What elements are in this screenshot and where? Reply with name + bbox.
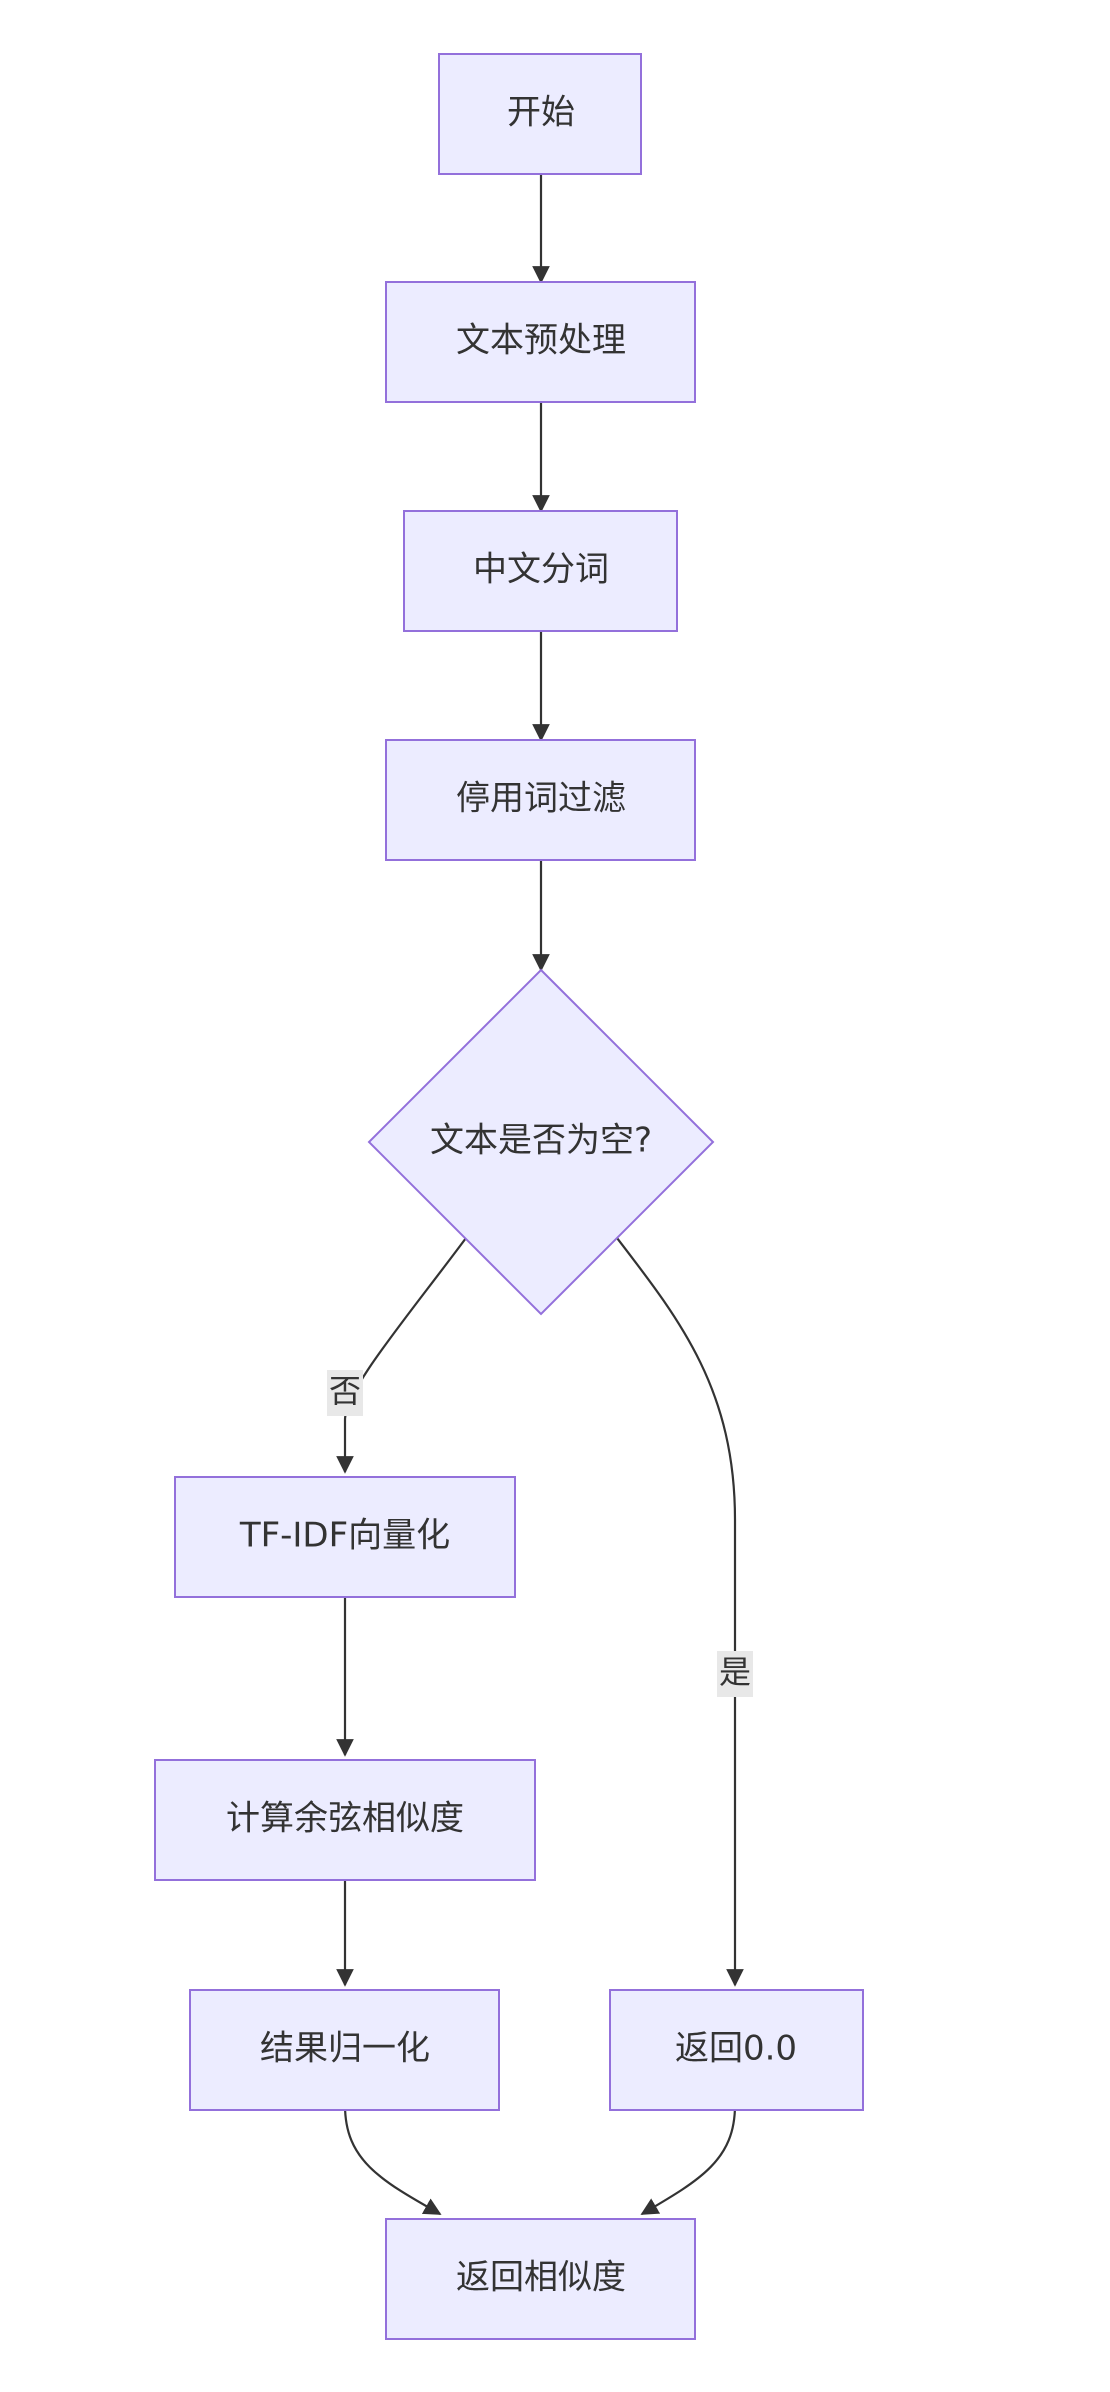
node-tfidf[interactable]: TF-IDF向量化	[174, 1476, 516, 1598]
node-return-zero[interactable]: 返回0.0	[609, 1989, 864, 2111]
edge-return-zero-return-sim	[640, 2104, 737, 2215]
node-start-box	[438, 53, 642, 175]
node-stopword-box	[385, 739, 696, 861]
node-start-label: 开始	[507, 93, 575, 133]
node-stopword[interactable]: 停用词过滤	[385, 739, 696, 861]
node-return-sim-box	[385, 2218, 696, 2340]
edge-label-yes-text: 是	[719, 1653, 751, 1691]
node-segment-label: 中文分词	[473, 550, 609, 590]
edge-label-no-bg	[327, 1370, 363, 1416]
node-decision[interactable]: 文本是否为空?	[367, 968, 715, 1316]
node-preprocess-box	[385, 281, 696, 403]
node-cosine-box	[154, 1759, 536, 1881]
node-decision-diamond	[367, 968, 715, 1316]
node-return-zero-label: 返回0.0	[675, 2029, 797, 2069]
node-return-sim-label: 返回相似度	[456, 2258, 626, 2298]
edge-label-yes: 是	[717, 1651, 753, 1697]
node-tfidf-box	[174, 1476, 516, 1598]
edge-label-yes-bg	[717, 1651, 753, 1697]
node-normalize-label: 结果归一化	[260, 2029, 430, 2069]
edge-normalize-return-sim	[343, 2104, 442, 2215]
node-start[interactable]: 开始	[438, 53, 642, 175]
edge-decision-return-zero	[616, 1237, 744, 1987]
node-normalize[interactable]: 结果归一化	[189, 1989, 500, 2111]
node-preprocess[interactable]: 文本预处理	[385, 281, 696, 403]
node-cosine-label: 计算余弦相似度	[226, 1799, 464, 1839]
node-cosine[interactable]: 计算余弦相似度	[154, 1759, 536, 1881]
node-preprocess-label: 文本预处理	[456, 321, 626, 361]
edge-label-no: 否	[327, 1370, 363, 1416]
node-return-zero-box	[609, 1989, 864, 2111]
node-return-sim[interactable]: 返回相似度	[385, 2218, 696, 2340]
node-decision-label: 文本是否为空?	[430, 1121, 652, 1161]
node-segment-box	[403, 510, 678, 632]
node-segment[interactable]: 中文分词	[403, 510, 678, 632]
edge-decision-tfidf	[336, 1237, 467, 1474]
node-tfidf-label: TF-IDF向量化	[239, 1516, 450, 1556]
nodes: 开始 文本预处理 中文分词 停用词过滤 文本是否为空? TF-IDF向量化 计算…	[154, 53, 864, 2340]
node-normalize-box	[189, 1989, 500, 2111]
edges	[336, 174, 744, 2215]
edge-label-no-text: 否	[329, 1372, 361, 1410]
edge-labels: 否 是	[327, 1370, 753, 1697]
node-stopword-label: 停用词过滤	[456, 779, 626, 819]
